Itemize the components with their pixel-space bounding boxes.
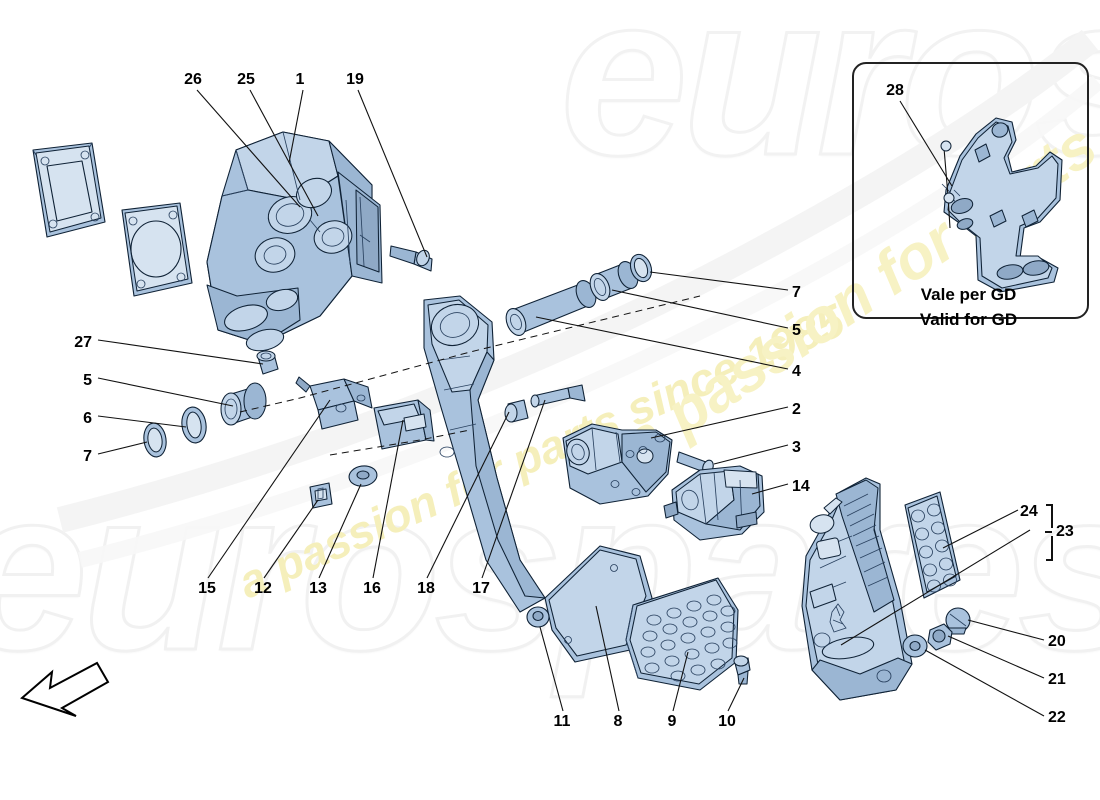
part-7-seal-ring-left — [143, 422, 167, 458]
part-1-pedal-box-housing — [206, 131, 383, 352]
callout-21[interactable]: 21 — [1048, 671, 1066, 688]
part-17-pin-bolt — [530, 384, 586, 408]
inset-caption-english: Valid for GD — [919, 310, 1018, 329]
callout-23[interactable]: 23 — [1056, 523, 1074, 540]
part-9-rubber-pedal-pad — [625, 577, 739, 691]
main-pedal-lever — [423, 295, 653, 663]
part-7-seal-ring-center — [629, 253, 653, 283]
callout-7-center[interactable]: 7 — [792, 284, 801, 301]
callout-28[interactable]: 28 — [886, 82, 904, 99]
callout-7-left[interactable]: 7 — [83, 448, 92, 465]
part-20-screw-head — [945, 607, 971, 635]
part-25-gasket-round — [121, 202, 193, 297]
callout-4[interactable]: 4 — [792, 363, 801, 380]
part-13-washer-round — [348, 465, 378, 487]
callout-5-left[interactable]: 5 — [83, 372, 92, 389]
callout-8[interactable]: 8 — [613, 713, 623, 730]
callout-26[interactable]: 26 — [184, 71, 202, 88]
part-24-accelerator-pedal-pad — [904, 491, 961, 599]
callout-20[interactable]: 20 — [1048, 633, 1066, 650]
callout-15[interactable]: 15 — [198, 580, 216, 597]
part-23-accelerator-pedal-assembly — [801, 477, 913, 701]
callout-12[interactable]: 12 — [254, 580, 272, 597]
callout-2[interactable]: 2 — [792, 401, 801, 418]
part-28-gd-mounting-bracket — [940, 117, 1063, 293]
inset-caption-italian: Vale per GD — [920, 285, 1017, 304]
callout-27[interactable]: 27 — [74, 334, 92, 351]
part-11-nut — [526, 606, 550, 628]
callout-10[interactable]: 10 — [718, 713, 736, 730]
part-5-bush-left — [220, 382, 267, 426]
part-16-u-bracket — [373, 399, 435, 450]
callout-9[interactable]: 9 — [667, 713, 677, 730]
part-21-nut-hex — [927, 623, 953, 651]
part-12-retaining-clip — [309, 482, 333, 509]
part-15-plate-bracket — [295, 376, 373, 430]
gd-variant-inset-panel — [852, 62, 1089, 319]
callout-22[interactable]: 22 — [1048, 709, 1066, 726]
callout-13[interactable]: 13 — [309, 580, 327, 597]
callout-11[interactable]: 11 — [553, 713, 571, 730]
callout-25[interactable]: 25 — [237, 71, 255, 88]
callout-5-center[interactable]: 5 — [792, 322, 801, 339]
part-27-plug — [256, 350, 279, 375]
part-14-pedal-switch-assembly — [663, 465, 765, 541]
callout-6[interactable]: 6 — [83, 410, 92, 427]
part-6-washer — [181, 406, 207, 444]
direction-arrow — [20, 661, 110, 717]
callout-18[interactable]: 18 — [417, 580, 435, 597]
callout-14[interactable]: 14 — [792, 478, 810, 495]
part-22-washer-flat — [902, 634, 928, 658]
callout-3[interactable]: 3 — [792, 439, 801, 456]
callout-17[interactable]: 17 — [472, 580, 490, 597]
part-10-screw-small — [733, 655, 751, 685]
callout-24[interactable]: 24 — [1020, 503, 1038, 520]
part-2-support-bracket — [562, 423, 673, 505]
callout-19[interactable]: 19 — [346, 71, 364, 88]
callout-1[interactable]: 1 — [295, 71, 305, 88]
part-26-gasket-square — [32, 142, 106, 238]
callout-16[interactable]: 16 — [363, 580, 381, 597]
part-18-bushing-sleeve — [504, 399, 529, 423]
